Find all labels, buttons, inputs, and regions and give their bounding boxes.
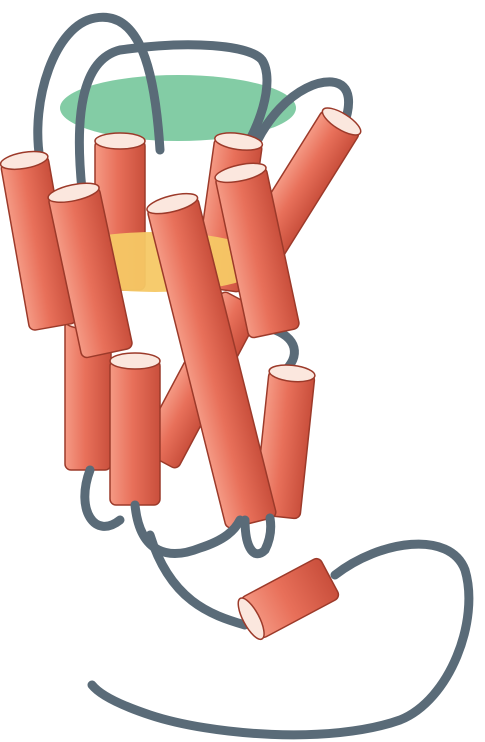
loop-bottom-right	[245, 518, 271, 554]
helix-front-lower-center	[110, 353, 160, 505]
helix-small-terminal	[233, 557, 340, 643]
loop-c-terminus	[92, 544, 469, 735]
